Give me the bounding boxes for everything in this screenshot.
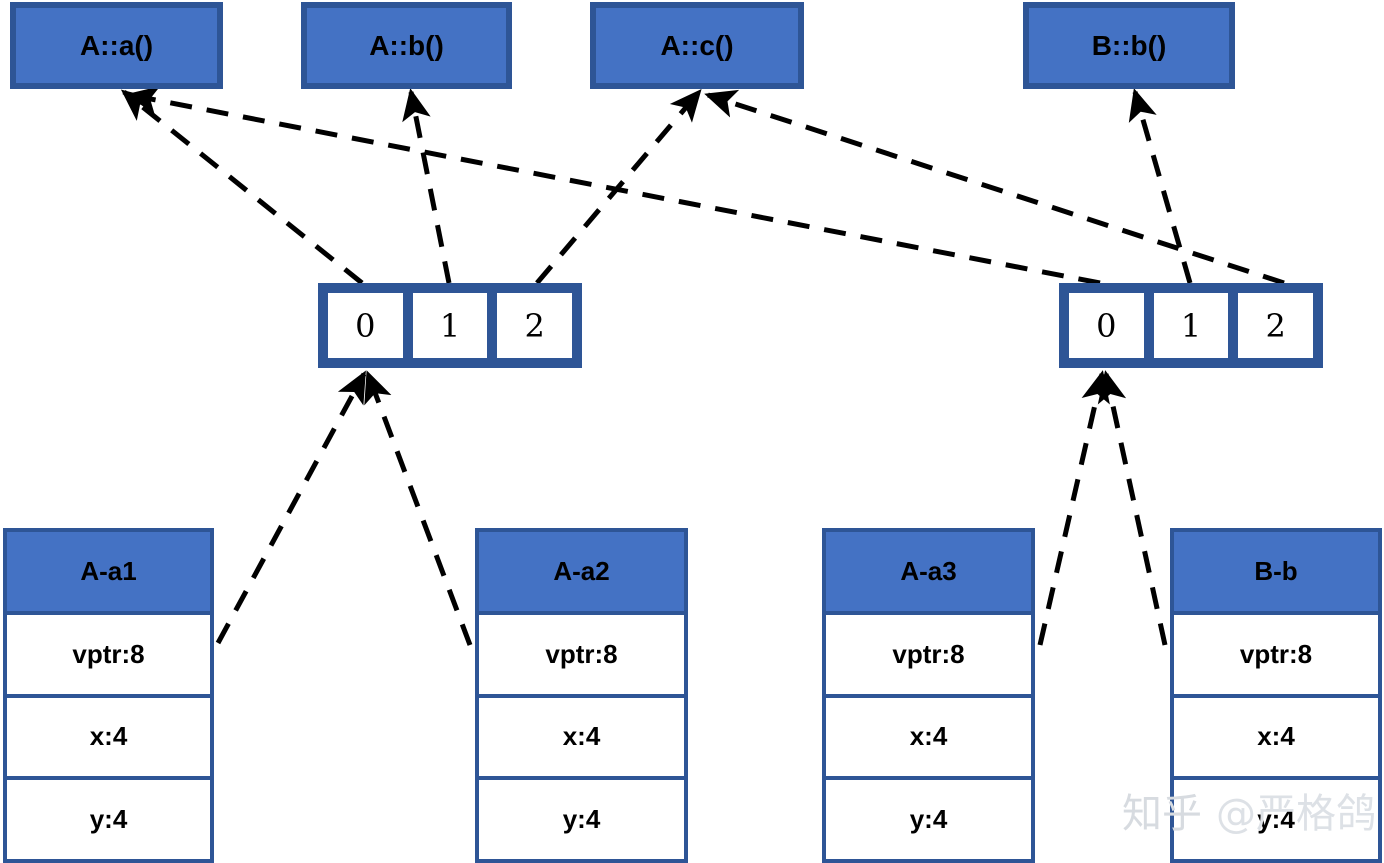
- object-header: A-a1: [7, 532, 210, 615]
- function-label: B::b(): [1091, 29, 1167, 61]
- object-field-row: y:4: [1174, 780, 1378, 859]
- vtable-slot[interactable]: 1: [407, 288, 493, 363]
- vtable-slot[interactable]: 1: [1148, 288, 1234, 363]
- pointer-arrow: [402, 88, 452, 284]
- object-field-row: y:4: [826, 780, 1031, 859]
- object-field-row: vptr:8: [1174, 614, 1378, 698]
- pointer-arrow: [535, 88, 702, 285]
- vtable-slot[interactable]: 2: [1233, 288, 1319, 363]
- object-field-row: x:4: [7, 697, 210, 781]
- pointer-arrow: [126, 86, 1101, 286]
- object-field-row: vptr:8: [7, 614, 210, 698]
- object-field-row: vptr:8: [479, 614, 684, 698]
- object-field-row: vptr:8: [826, 614, 1031, 698]
- function-box: A::c(): [590, 2, 804, 89]
- object-field-row: x:4: [1174, 697, 1378, 781]
- vtable-slot[interactable]: 2: [492, 288, 578, 363]
- pointer-arrow: [1037, 370, 1110, 646]
- function-box: A::b(): [301, 2, 512, 89]
- vtable-slot[interactable]: 0: [1064, 288, 1149, 363]
- object-header: B-b: [1174, 532, 1378, 615]
- pointer-arrow: [1097, 370, 1168, 646]
- object-field-row: x:4: [479, 697, 684, 781]
- pointer-arrow: [364, 370, 473, 646]
- function-label: A::a(): [79, 29, 154, 61]
- function-label: A::c(): [660, 29, 734, 61]
- object-header: A-a3: [826, 532, 1031, 615]
- object-field-row: x:4: [826, 697, 1031, 781]
- function-box: A::a(): [10, 2, 223, 89]
- object-header: A-a2: [479, 532, 684, 615]
- function-box: B::b(): [1023, 2, 1235, 89]
- vtable-slot[interactable]: 0: [323, 288, 408, 363]
- pointer-arrow: [215, 370, 367, 645]
- function-label: A::b(): [369, 29, 444, 61]
- pointer-arrow: [1128, 88, 1193, 284]
- object-field-row: y:4: [7, 780, 210, 859]
- pointer-arrow: [120, 89, 364, 285]
- object-field-row: y:4: [479, 780, 684, 859]
- pointer-arrow: [704, 89, 1285, 286]
